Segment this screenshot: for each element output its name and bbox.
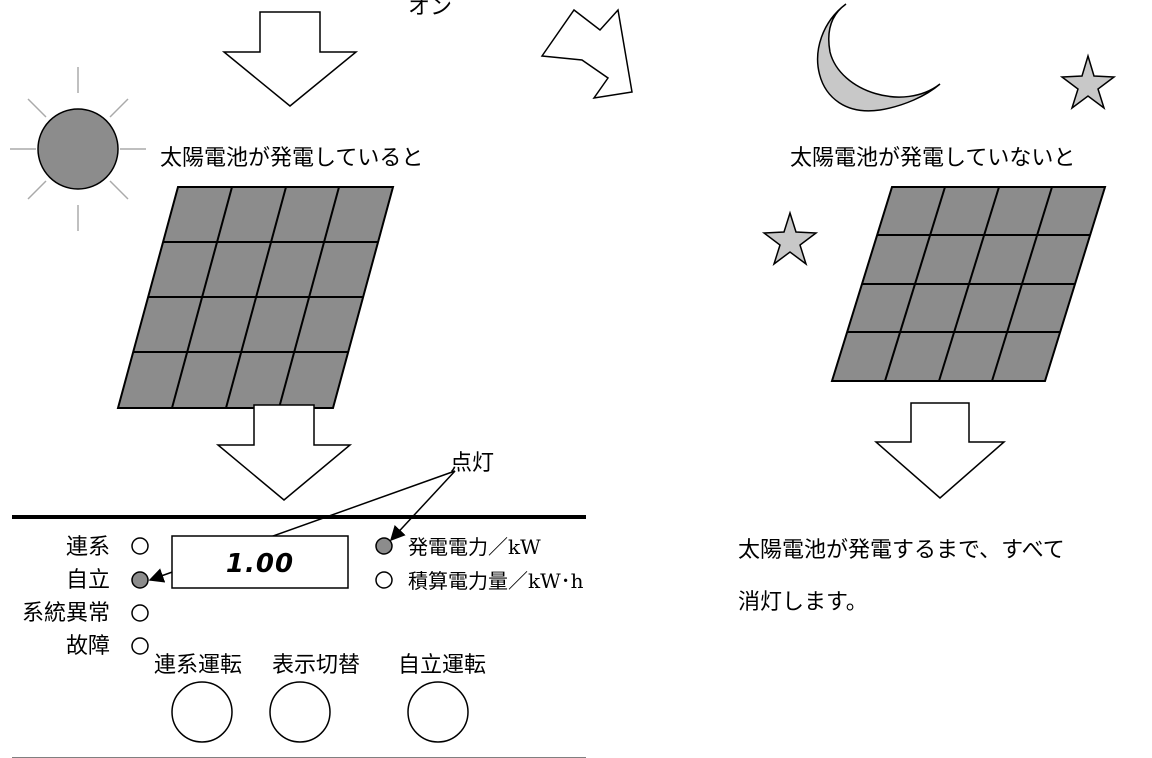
sun-icon <box>10 67 146 231</box>
jiritsu-unten-button[interactable] <box>407 681 469 743</box>
display-value: 1.00 <box>226 549 294 579</box>
hyouji-kirikae-button[interactable] <box>269 681 331 743</box>
indicator-lamp-koshou <box>131 637 149 655</box>
mode-label-power: 発電電力／kW <box>408 535 541 559</box>
callout-line-to-power <box>389 470 456 542</box>
down-arrow-icon <box>221 11 359 107</box>
indicator-label-jiritsu: 自立 <box>66 568 110 593</box>
callout-lit-label: 点灯 <box>450 451 494 476</box>
mode-lamp-power <box>375 537 393 555</box>
button-label-hyouji-kirikae: 表示切替 <box>272 653 360 678</box>
diagonal-arrow-icon <box>540 8 633 100</box>
value-display <box>171 535 349 589</box>
renkei-unten-button[interactable] <box>171 681 233 743</box>
indicator-lamp-keitou-ijou <box>131 604 149 622</box>
solar-panel-icon <box>830 186 1107 382</box>
indicator-label-koshou: 故障 <box>66 634 110 659</box>
left-scene-caption: 太陽電池が発電していると <box>160 146 423 171</box>
button-label-renkei-unten: 連系運転 <box>154 653 242 678</box>
indicator-label-keitou-ijou: 系統異常 <box>22 601 110 626</box>
solar-panel-icon <box>116 186 395 409</box>
down-arrow-icon <box>874 402 1006 499</box>
mode-lamp-energy <box>375 571 393 589</box>
indicator-label-renkei: 連系 <box>66 535 110 560</box>
right-note-line1: 太陽電池が発電するまで、すべて <box>738 538 1065 563</box>
button-label-jiritsu-unten: 自立運転 <box>398 653 486 678</box>
indicator-lamp-jiritsu <box>131 571 149 589</box>
right-scene-caption: 太陽電池が発電していないと <box>790 146 1075 171</box>
moon-icon <box>816 3 941 112</box>
indicator-lamp-renkei <box>131 537 149 555</box>
star-icon <box>761 210 819 267</box>
right-note-line2: 消灯します。 <box>738 590 868 615</box>
control-panel: 連系 自立 系統異常 故障 1.00 発電電力／kW 積算電力量／kW･h 連系… <box>12 515 586 758</box>
mode-label-energy: 積算電力量／kW･h <box>408 569 584 593</box>
top-cut-text: オン <box>408 0 452 20</box>
down-arrow-icon <box>215 404 353 501</box>
star-icon <box>1059 53 1117 111</box>
